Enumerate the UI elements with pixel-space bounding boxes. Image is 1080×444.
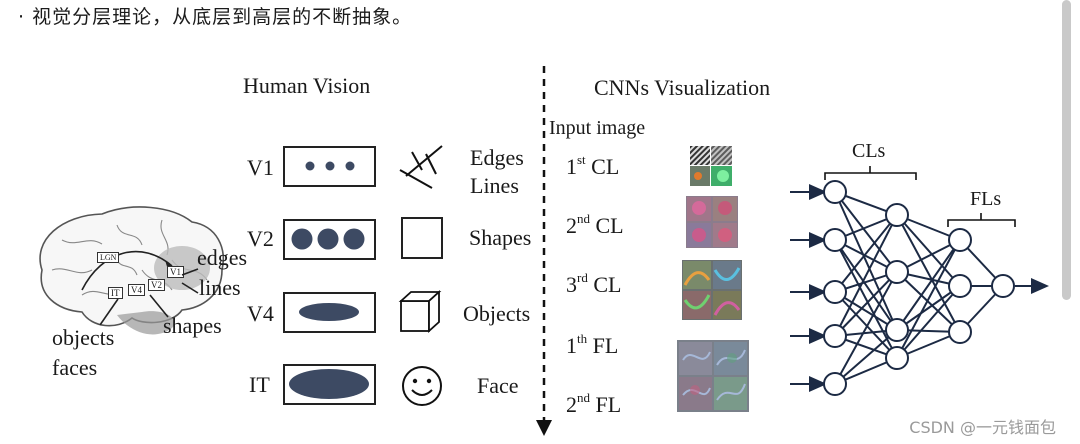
- csdn-watermark: CSDN @一元钱面包: [909, 418, 1056, 437]
- feature-label-edges: Edges: [470, 145, 524, 170]
- feature-label-lines: Lines: [470, 173, 519, 198]
- fls-label: FLs: [970, 188, 1002, 210]
- brain-label-shapes: shapes: [163, 313, 222, 338]
- v2-feature-box: [283, 219, 376, 260]
- area-label-v2: V2: [247, 226, 274, 251]
- divider-arrow: [536, 66, 552, 436]
- layer-label-3rd-cl: 3rd CL: [566, 270, 622, 297]
- brain-lgn-box: LGN: [97, 252, 120, 263]
- edges-lines-icon: [399, 145, 443, 189]
- brain-label-faces: faces: [52, 355, 98, 380]
- layer1-visualization: [690, 146, 732, 186]
- brain-v4-box: V4: [128, 284, 145, 296]
- smiley-face-icon: [402, 366, 442, 406]
- layer3-visualization: [682, 260, 742, 320]
- input-image-label: Input image: [549, 117, 646, 139]
- fc-layer-visualization: [677, 340, 749, 412]
- cube-icon: [398, 289, 442, 334]
- v4-feature-box: [283, 292, 376, 333]
- square-shape-icon: [401, 217, 443, 259]
- feature-label-objects: Objects: [463, 301, 531, 326]
- area-label-it: IT: [249, 372, 270, 397]
- brain-annotation-arrows: [99, 268, 199, 326]
- cnn-visualization-title: CNNs Visualization: [594, 75, 771, 100]
- brain-v1-box: V1: [167, 266, 184, 278]
- feature-label-shapes: Shapes: [469, 225, 532, 250]
- brain-label-lines: lines: [199, 275, 241, 300]
- brain-it-box: IT: [108, 287, 123, 299]
- scrollbar-thumb[interactable]: [1062, 0, 1071, 300]
- v1-feature-box: [283, 146, 376, 187]
- brain-label-objects: objects: [52, 325, 115, 350]
- layer-label-1th-fl: 1th FL: [566, 331, 619, 358]
- layer-label-2nd-cl: 2nd CL: [566, 211, 624, 238]
- layer-label-1st-cl: 1st CL: [566, 152, 620, 179]
- brain-v2-box: V2: [148, 279, 165, 291]
- neural-network-diagram: [790, 166, 1049, 396]
- area-label-v4: V4: [247, 301, 274, 326]
- feature-label-face: Face: [477, 373, 519, 398]
- layer2-visualization: [686, 196, 738, 248]
- area-label-v1: V1: [247, 155, 274, 180]
- cls-label: CLs: [852, 140, 886, 162]
- brain-illustration: [39, 206, 224, 335]
- caption-text: · 视觉分层理论，从底层到高层的不断抽象。: [18, 6, 413, 28]
- human-vision-title: Human Vision: [243, 73, 371, 98]
- layer-label-2nd-fl: 2nd FL: [566, 390, 622, 417]
- it-feature-box: [283, 364, 376, 405]
- brain-label-edges: edges: [197, 245, 248, 270]
